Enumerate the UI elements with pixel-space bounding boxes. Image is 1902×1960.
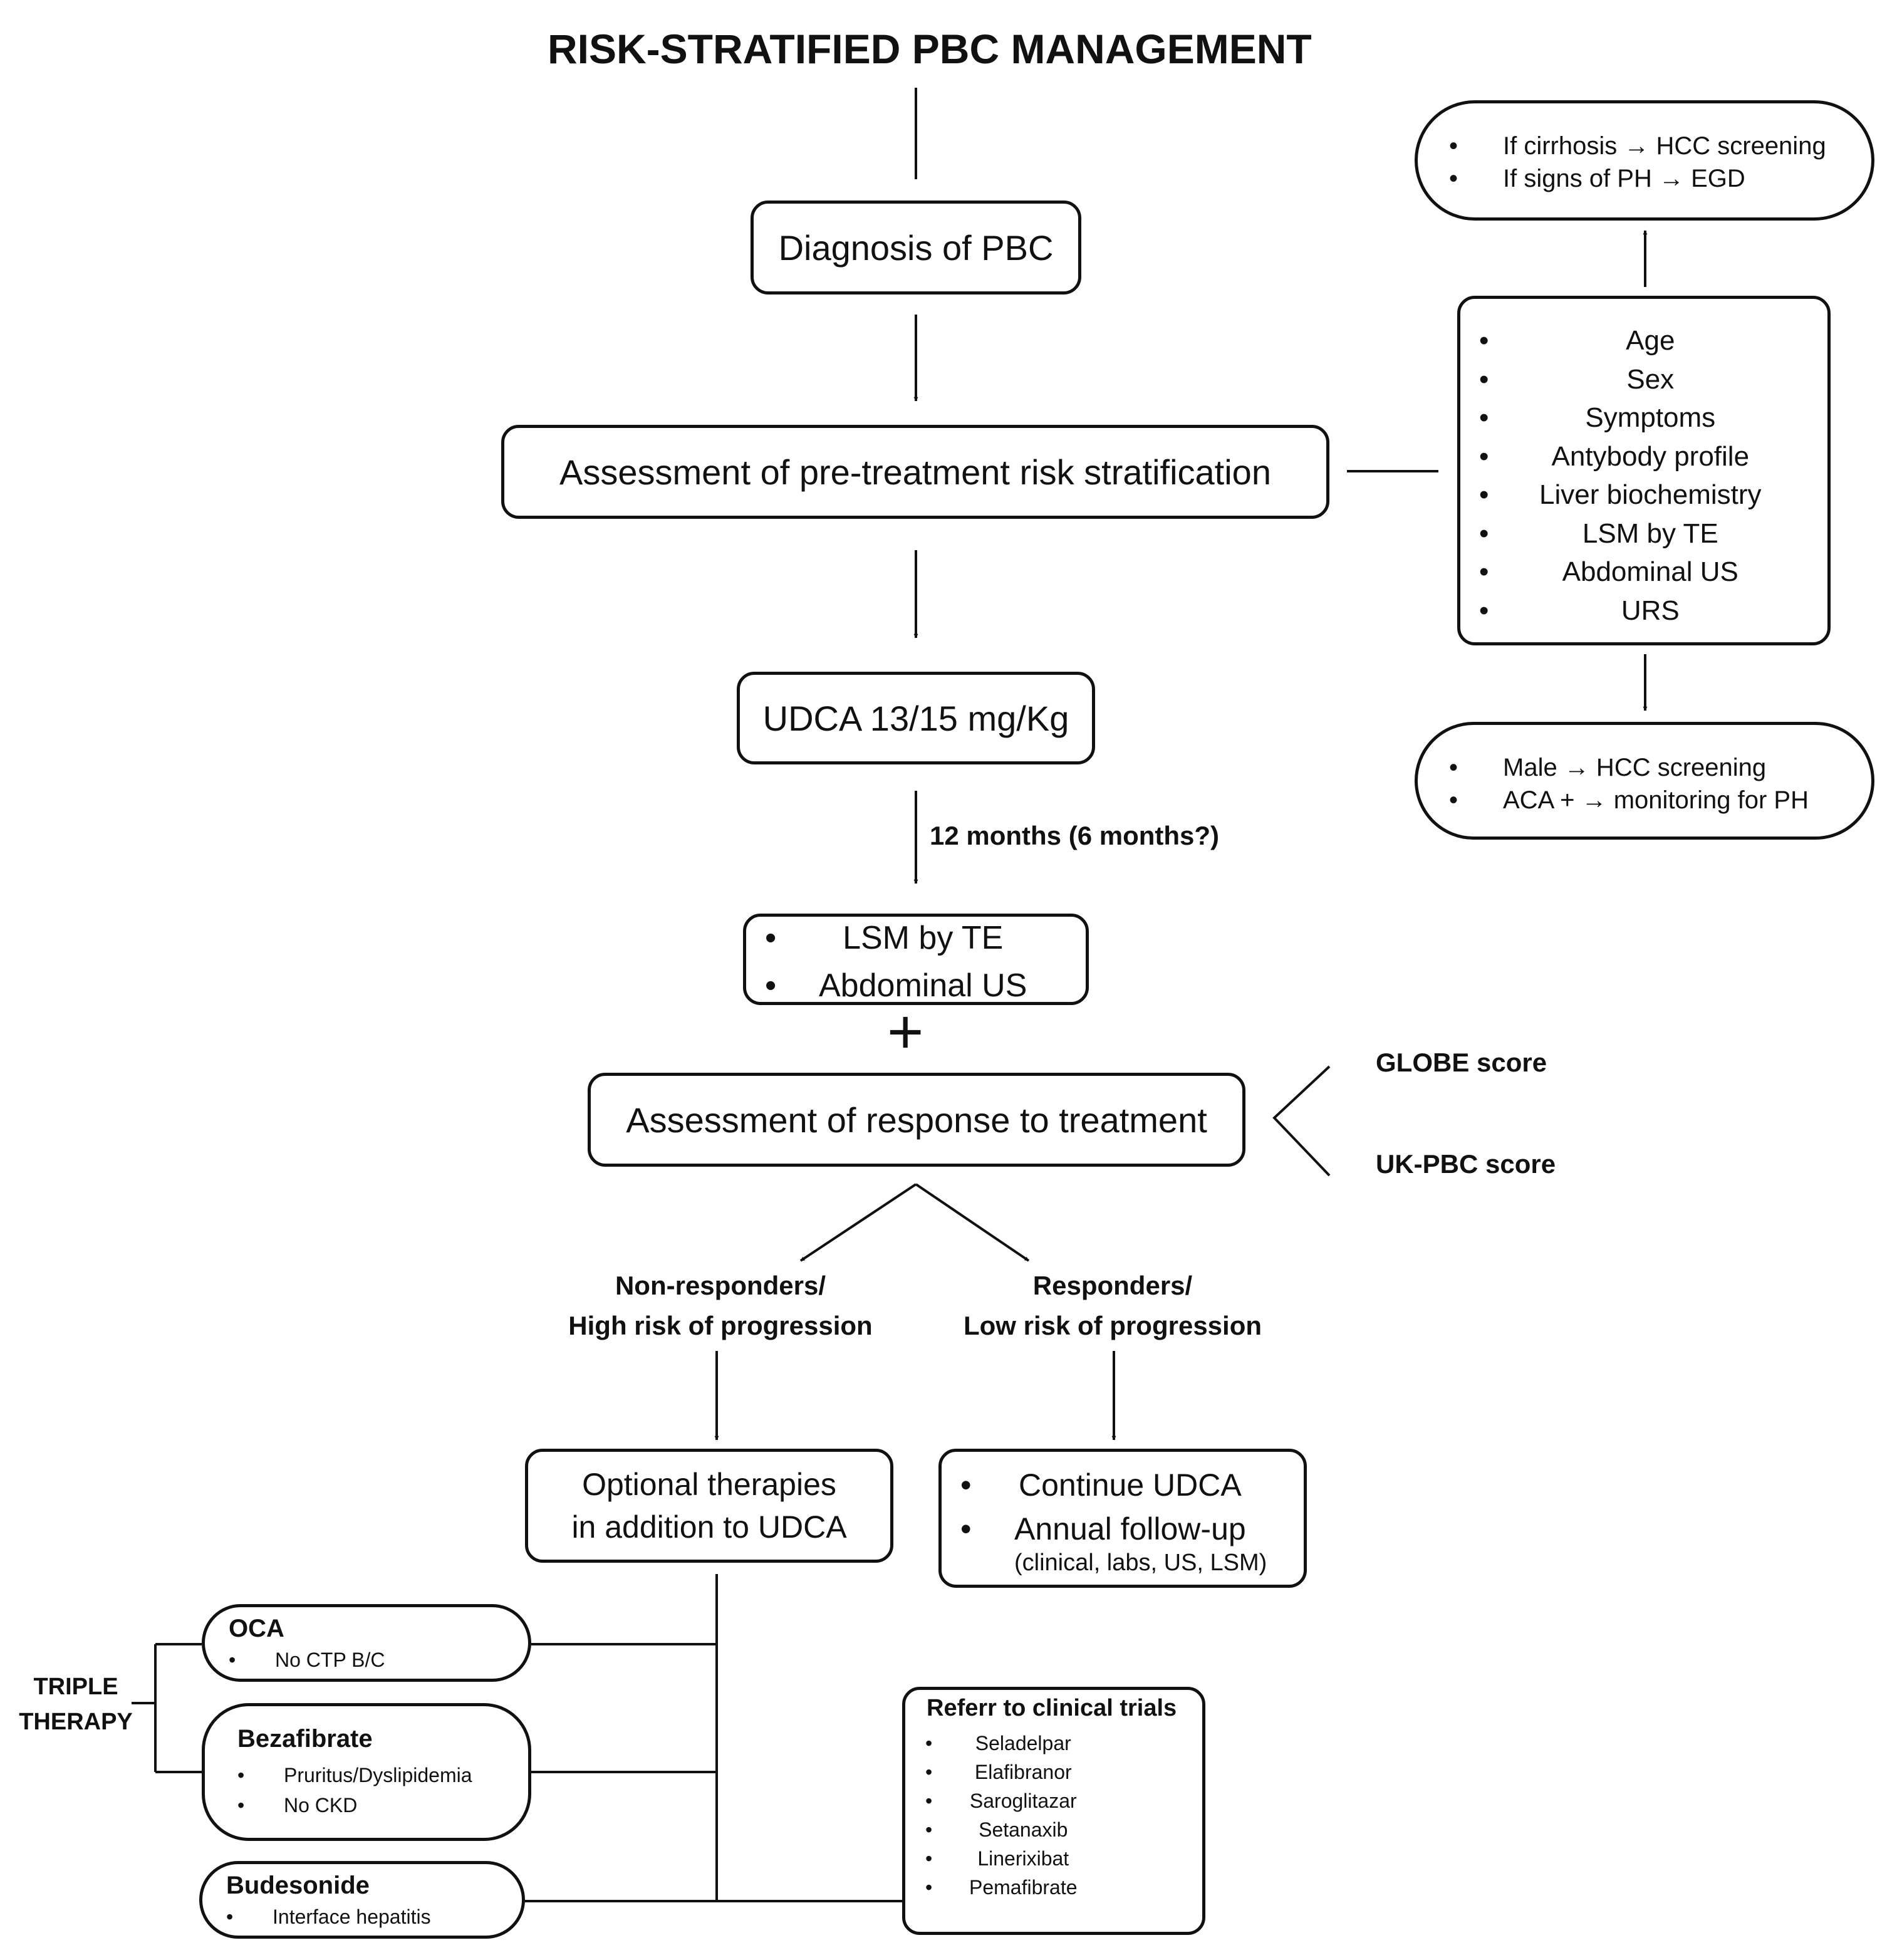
risk-factor: Age [1460,321,1762,360]
triple-therapy-line: THERAPY [19,1709,133,1735]
udca-box: UDCA 13/15 mg/Kg [737,672,1095,764]
lsm-box: LSM by TE Abdominal US [743,914,1089,1009]
continue-item: Annual follow-up [942,1507,1246,1551]
trial-item: Setanaxib [905,1815,1078,1844]
risk-factor: Abdominal US [1460,553,1762,592]
arrow-response-nonresponders [799,1183,917,1262]
score-ukpbc: UK-PBC score [1376,1149,1556,1179]
triple-therapy-line: TRIPLE [33,1674,118,1700]
risk-factor: Sex [1460,360,1762,399]
response-box: Assessment of response to treatment [588,1073,1245,1167]
continue-item: Continue UDCA [942,1463,1246,1507]
optional-line: in addition to UDCA [571,1509,847,1545]
plus-sign: + [887,997,924,1067]
bezafibrate-box: Bezafibrate Pruritus/Dyslipidemia No CKD [202,1703,531,1841]
oca-title: OCA [229,1615,284,1642]
continue-udca-box: Continue UDCA Annual follow-up (clinical… [938,1449,1307,1588]
oca-box: OCA No CTP B/C [202,1604,531,1682]
lsm-item: LSM by TE [746,914,1027,962]
nonresponders-line: High risk of progression [568,1311,873,1340]
risk-factor: Symptoms [1460,399,1762,437]
trial-item: Seladelpar [905,1729,1078,1758]
diagnosis-box: Diagnosis of PBC [751,201,1081,295]
nonresponders-label: Non-responders/ High risk of progression [551,1266,890,1346]
responders-line: Responders/ [1032,1271,1193,1300]
budesonide-title: Budesonide [226,1872,370,1899]
trial-item: Saroglitazar [905,1786,1078,1815]
responders-line: Low risk of progression [963,1311,1262,1340]
pretreatment-box: Assessment of pre-treatment risk stratif… [501,425,1329,519]
nonresponders-line: Non-responders/ [615,1271,826,1300]
interval-label: 12 months (6 months?) [930,821,1220,850]
trials-title: Referr to clinical trials [927,1695,1177,1721]
male-aca-item: ACA + → monitoring for PH [1418,784,1809,816]
connector-response-scores [1272,1065,1331,1177]
budesonide-box: Budesonide Interface hepatitis [199,1861,525,1939]
responders-label: Responders/ Low risk of progression [943,1266,1282,1346]
continue-note: (clinical, labs, US, LSM) [1014,1550,1267,1576]
risk-factors-box: Age Sex Symptoms Antybody profile Liver … [1457,296,1831,645]
risk-factor: LSM by TE [1460,514,1762,553]
optional-line: Optional therapies [582,1467,836,1502]
oca-item: No CTP B/C [205,1645,385,1675]
optional-therapies-box: Optional therapies in addition to UDCA [525,1449,893,1563]
risk-factor: Antybody profile [1460,437,1762,476]
triple-therapy-label: TRIPLE THERAPY [16,1669,135,1739]
budesonide-item: Interface hepatitis [202,1902,431,1932]
bezafibrate-item: No CKD [214,1790,472,1820]
arrow-response-responders [915,1183,1030,1262]
trial-item: Pemafibrate [905,1873,1078,1902]
bezafibrate-item: Pruritus/Dyslipidemia [214,1760,472,1790]
risk-factor: Liver biochemistry [1460,476,1762,514]
male-aca-item: Male → HCC screening [1418,751,1809,784]
clinical-trials-box: Referr to clinical trials Seladelpar Ela… [902,1687,1205,1935]
risk-factor: URS [1460,592,1762,630]
cirrhosis-item: If cirrhosis → HCC screening [1418,130,1826,162]
cirrhosis-item: If signs of PH → EGD [1418,162,1826,195]
trial-item: Elafibranor [905,1758,1078,1786]
cirrhosis-oval: If cirrhosis → HCC screening If signs of… [1415,100,1874,221]
lsm-item: Abdominal US [746,962,1027,1009]
page-title: RISK-STRATIFIED PBC MANAGEMENT [548,26,1312,72]
bezafibrate-title: Bezafibrate [237,1725,373,1753]
score-globe: GLOBE score [1376,1048,1547,1077]
trial-item: Linerixibat [905,1844,1078,1873]
male-aca-oval: Male → HCC screening ACA + → monitoring … [1415,722,1874,840]
